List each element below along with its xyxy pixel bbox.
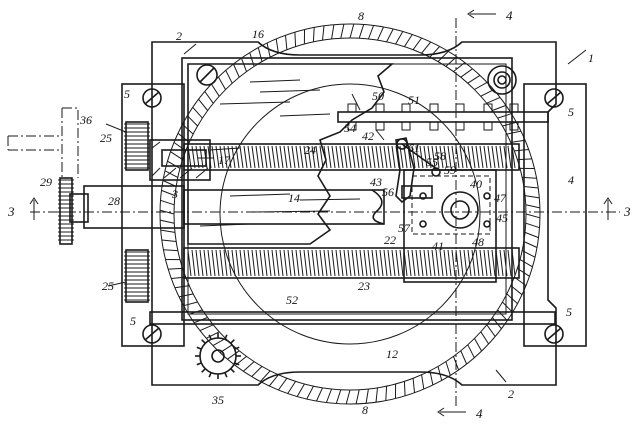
carriage-bore-inner [450,200,470,220]
label-8-top: 8 [358,9,364,23]
clamp-screws [347,103,519,131]
label-56: 56 [382,185,394,199]
top-bolt [487,65,517,95]
upper-screw-shaft [183,143,520,171]
carriage-plate [411,175,491,235]
housing-frame [181,57,513,321]
gear-rim-outer [159,23,541,405]
label-12: 12 [386,347,398,361]
label-29: 29 [40,175,52,189]
handwheel-29 [59,177,73,245]
section-markers: 3 3 4 4 [7,8,631,421]
label-58: 58 [434,149,446,163]
drive-pinion-35 [195,333,241,379]
label-25-bottom: 25 [102,279,114,293]
label-28: 28 [108,194,120,208]
label-5-tr: 5 [568,105,574,119]
right-rail [523,83,587,347]
cover-screw [196,64,218,86]
section-arrow-3-right [603,197,613,220]
section-arrow-4-top [467,9,496,19]
carriage-bolt-br [483,220,491,228]
label-47: 47 [494,191,507,205]
label-50: 50 [372,89,384,103]
leader-lines [105,43,587,383]
upper-pinion [125,121,149,171]
label-3: 3 [171,187,178,201]
label-43: 43 [370,175,382,189]
label-22: 22 [384,233,396,247]
label-5-br: 5 [566,305,572,319]
label-5-bl: 5 [130,314,136,328]
phantom-crank-handle [7,107,79,178]
label-55: 55 [426,155,438,169]
label-40: 40 [470,177,482,191]
label-51: 51 [408,93,420,107]
base-plate-outline [151,41,557,386]
label-2-top: 2 [176,29,182,43]
label-48: 48 [472,235,484,249]
label-61: 61 [408,141,420,155]
label-16: 16 [252,27,264,41]
label-45: 45 [496,211,508,225]
label-42: 42 [362,129,374,143]
lever-pivot [396,138,408,150]
slide-finger [401,185,433,199]
shaft-break [371,189,385,225]
label-2-bottom: 2 [508,387,514,401]
cover-plate [187,63,395,245]
bushing-hatching [151,141,209,179]
section-4-top: 4 [506,8,513,23]
section-arrow-4-bottom [437,407,466,417]
label-14: 14 [288,191,300,205]
carriage-bore-outer [441,191,479,229]
gear-rim-3 [219,83,481,345]
label-23: 23 [358,279,370,293]
corner-screw-tr [544,88,564,108]
left-rail [121,83,185,347]
reference-numerals: 1 2 2 3 4 5 5 5 5 8 8 12 14 16 17 22 23 … [40,9,594,417]
label-25-top: 25 [100,131,112,145]
label-35: 35 [211,393,224,407]
label-8-bottom: 8 [362,403,368,417]
label-5-tl: 5 [124,87,130,101]
label-52: 52 [286,293,298,307]
label-4: 4 [568,173,574,187]
top-slide-bar [337,111,549,123]
label-59: 59 [444,163,456,177]
label-1: 1 [588,51,594,65]
handwheel-teeth [58,179,74,241]
corner-screw-bl [142,324,162,344]
central-shaft [183,189,385,225]
input-shaft-housing [83,185,185,229]
carriage-bolt-left [419,192,427,200]
label-17: 17 [218,153,231,167]
carriage-bolt-right [483,192,491,200]
label-24: 24 [304,143,316,157]
section-3-right: 3 [623,204,631,219]
label-36: 36 [79,113,92,127]
gear-teeth [159,23,541,405]
corner-screw-tl [142,88,162,108]
lower-screw-shaft [183,247,520,279]
bushing-17 [149,139,211,181]
lower-screw-threads [187,249,516,277]
pinion-teeth [124,123,150,301]
corner-screw-br [544,324,564,344]
carriage-bolt-bl [419,220,427,228]
large-worm-gear [159,23,541,405]
bottom-slide-bar [149,311,556,325]
label-41: 41 [432,239,444,253]
section-4-bottom: 4 [476,406,483,421]
carriage-block [403,169,497,283]
label-54: 54 [344,121,356,135]
section-arrow-3-left [29,197,39,220]
gear-rim-inner [173,37,527,391]
label-57: 57 [398,221,411,235]
section-3-left: 3 [7,204,15,219]
